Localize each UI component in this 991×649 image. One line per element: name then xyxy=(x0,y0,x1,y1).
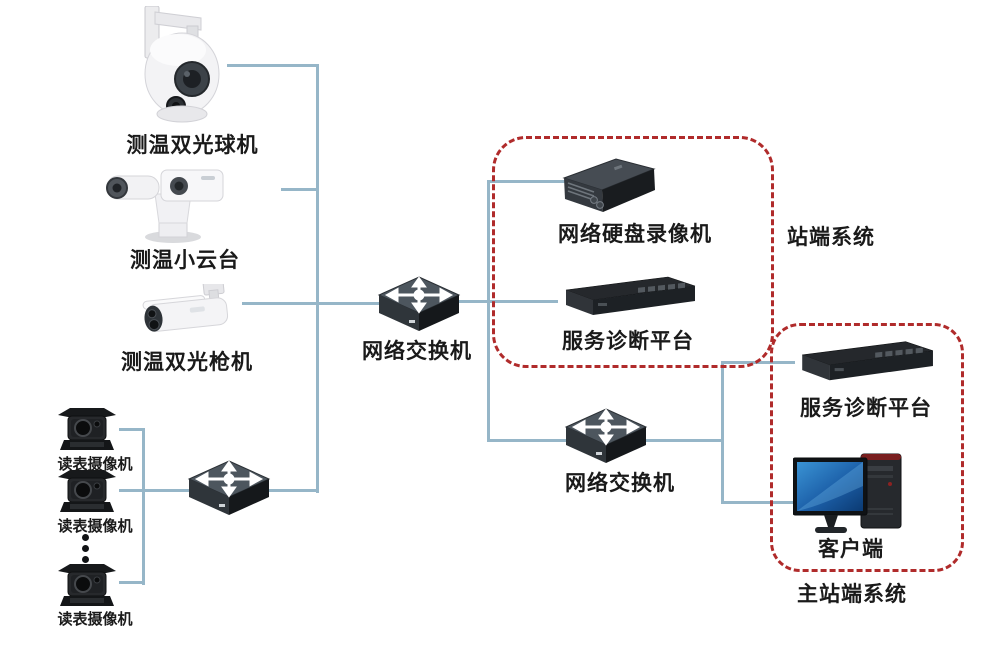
network-switch-icon xyxy=(187,460,271,515)
connector-meter2-to-switch xyxy=(119,489,192,492)
ellipsis-dot xyxy=(82,545,89,552)
station-system-group-border xyxy=(492,136,774,368)
bullet-camera-label: 测温双光枪机 xyxy=(121,351,253,374)
connector-pantilt-to-trunk xyxy=(281,188,318,191)
connector-trunk-to-client xyxy=(721,501,799,504)
connector-trunk-to-lower-switch xyxy=(487,439,569,442)
connector-bullet-to-switch xyxy=(242,302,382,305)
pan-tilt-camera-icon xyxy=(106,169,224,243)
connector-meter3-to-trunk xyxy=(119,581,145,584)
client-label: 客户端 xyxy=(818,538,884,561)
network-switch-icon xyxy=(564,408,648,463)
connector-meter-trunk xyxy=(142,429,145,585)
connector-trunk-to-nvr xyxy=(487,180,569,183)
connector-left-trunk xyxy=(316,64,319,493)
master-station-system-group-border xyxy=(770,323,964,572)
ellipsis-dot xyxy=(82,556,89,563)
connector-switch-to-diag xyxy=(437,300,558,303)
lower-switch-label: 网络交换机 xyxy=(565,472,675,495)
ball-camera-label: 测温双光球机 xyxy=(126,134,259,157)
station-diag-platform-label: 服务诊断平台 xyxy=(562,330,694,353)
master-diag-platform-label: 服务诊断平台 xyxy=(800,397,932,420)
connector-lower-switch-to-trunk xyxy=(638,439,723,442)
master-station-system-group-label: 主站端系统 xyxy=(797,583,907,606)
connector-master-trunk xyxy=(721,361,724,504)
connector-meter-switch-to-trunk xyxy=(264,489,319,492)
station-system-group-label: 站端系统 xyxy=(787,226,875,249)
ellipsis-dot xyxy=(82,534,89,541)
connector-meter1-to-trunk xyxy=(119,428,145,431)
box-camera-icon xyxy=(58,408,116,450)
rack-server-icon xyxy=(802,341,934,381)
bullet-camera-icon xyxy=(142,284,229,332)
connector-station-trunk xyxy=(487,180,490,442)
pan-tilt-camera-label: 测温小云台 xyxy=(130,249,240,272)
meter-camera-3-label: 读表摄像机 xyxy=(57,611,133,628)
nvr-recorder-icon xyxy=(562,158,656,212)
connector-ball-to-trunk xyxy=(227,64,318,67)
front-switch-label: 网络交换机 xyxy=(362,340,472,363)
network-switch-icon xyxy=(377,276,461,331)
rack-server-icon xyxy=(565,276,696,315)
desktop-computer-icon xyxy=(793,453,902,533)
nvr-label: 网络硬盘录像机 xyxy=(558,223,712,246)
box-camera-icon xyxy=(58,470,116,512)
dome-ptz-camera-icon xyxy=(144,6,220,123)
meter-camera-2-label: 读表摄像机 xyxy=(57,518,133,535)
meter-camera-1-label: 读表摄像机 xyxy=(57,456,133,473)
box-camera-icon xyxy=(58,564,116,606)
